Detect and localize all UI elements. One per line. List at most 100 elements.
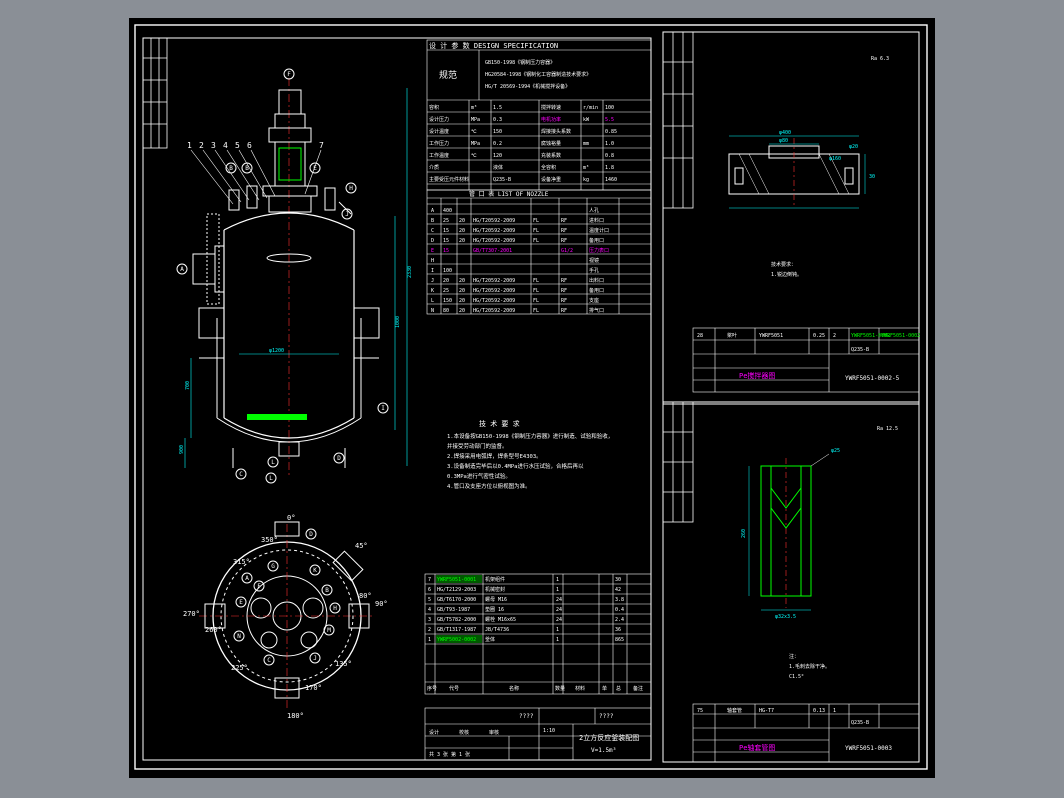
detail2-note-1: 注： (789, 653, 799, 660)
svg-text:电机功率: 电机功率 (541, 116, 561, 123)
parts-list (424, 573, 652, 695)
svg-text:20: 20 (459, 218, 465, 224)
svg-text:容积: 容积 (429, 104, 439, 111)
svg-text:1: 1 (556, 587, 559, 593)
svg-text:0.8: 0.8 (605, 153, 614, 159)
part-no-6: 6 (247, 141, 252, 150)
angle-135: 135° (335, 660, 352, 668)
part-no-2: 2 (199, 141, 204, 150)
svg-text:1.0: 1.0 (605, 141, 614, 147)
svg-text:MPa: MPa (471, 117, 480, 123)
detail1-note-2: 1.锐边倒钝。 (771, 271, 802, 278)
svg-text:7: 7 (428, 577, 431, 583)
detail1-dim-small: φ20 (849, 144, 858, 150)
detail1-material: Q235-B (851, 347, 869, 353)
nozzle-tag-L2: L (269, 475, 273, 482)
svg-text:视镜: 视镜 (589, 257, 599, 264)
svg-text:2: 2 (833, 333, 836, 339)
svg-text:螺栓 M16x65: 螺栓 M16x65 (485, 616, 516, 623)
angle-270: 270° (183, 610, 200, 618)
svg-text:5.5: 5.5 (605, 117, 614, 123)
svg-text:2.4: 2.4 (615, 617, 624, 623)
svg-text:75: 75 (697, 708, 703, 714)
svg-text:0.3: 0.3 (493, 117, 502, 123)
svg-text:支座: 支座 (589, 297, 599, 304)
svg-text:1: 1 (428, 637, 431, 643)
svg-text:865: 865 (615, 637, 624, 643)
svg-text:25: 25 (443, 218, 449, 224)
nozzle-tag-B2: B (245, 165, 249, 172)
svg-text:1: 1 (833, 708, 836, 714)
nozzle-table: 管 口 表 LIST OF NOZZLE (426, 189, 652, 315)
svg-text:HG/T20592-2009: HG/T20592-2009 (473, 298, 515, 304)
svg-text:全容积: 全容积 (541, 164, 556, 171)
detail1-dim-outer: φ400 (779, 130, 791, 136)
svg-text:YWRF5051-0002: YWRF5051-0002 (851, 333, 890, 339)
detail2-dim-d2: φ32x3.5 (775, 614, 796, 620)
spec-title: 设 计 参 数 DESIGN SPECIFICATION (429, 41, 558, 50)
svg-text:100: 100 (443, 268, 452, 274)
svg-text:工作温度: 工作温度 (429, 152, 449, 159)
detail2-roughness: Ra 12.5 (877, 426, 898, 432)
svg-text:YWRF5051: YWRF5051 (759, 333, 783, 339)
svg-text:m³: m³ (471, 105, 477, 111)
svg-text:备注: 备注 (633, 685, 643, 692)
svg-text:24: 24 (556, 607, 562, 613)
part-no-3: 3 (211, 141, 216, 150)
svg-text:400: 400 (443, 208, 452, 214)
plan-tag-E: E (239, 599, 243, 606)
svg-text:RF: RF (561, 308, 567, 314)
detail2-material: Q235-B (851, 720, 869, 726)
svg-text:焊接接头系数: 焊接接头系数 (541, 128, 571, 135)
detail1-title-block: 28 桨叶 YWRF5051 0.25 2 YWRF5051-0002 YWRF… (692, 327, 920, 393)
svg-text:0.13: 0.13 (813, 708, 825, 714)
svg-text:主要受压元件材料: 主要受压元件材料 (429, 176, 469, 183)
svg-text:28: 28 (697, 333, 703, 339)
svg-text:代号: 代号 (449, 685, 459, 692)
plan-tag-J: J (313, 655, 317, 662)
angle-90: 90° (375, 600, 388, 608)
nozzle-table-title: 管 口 表 LIST OF NOZZLE (469, 190, 549, 198)
dim-h1: 700 (185, 381, 191, 390)
detail1-roughness: Ra 6.3 (871, 56, 889, 62)
detail1-dim-mid: φ160 (829, 156, 841, 162)
cad-drawing: 1 2 3 4 5 6 7 F B B E H A L C D I L J 23… (134, 24, 928, 770)
nozzle-tag-B1: B (229, 165, 233, 172)
svg-text:名称: 名称 (509, 685, 519, 692)
detail1-part-no: YWRF5051-0002-5 (845, 375, 900, 382)
svg-text:RF: RF (561, 278, 567, 284)
part-no-5: 5 (235, 141, 240, 150)
dim-d-inner: φ1200 (269, 348, 284, 354)
svg-text:15: 15 (443, 228, 449, 234)
svg-text:HG/T20592-2009: HG/T20592-2009 (473, 228, 515, 234)
detail2-drawing (748, 453, 830, 611)
detail2-title: Pe轴套管图 (739, 743, 775, 752)
svg-text:液体: 液体 (493, 164, 503, 171)
plan-tag-C: C (267, 657, 271, 664)
svg-text:腐蚀裕量: 腐蚀裕量 (541, 140, 561, 147)
svg-text:0.3MPa进行气密性试验。: 0.3MPa进行气密性试验。 (447, 472, 511, 480)
svg-text:1: 1 (556, 637, 559, 643)
plan-tag-G: G (271, 563, 275, 570)
svg-text:手孔: 手孔 (589, 267, 599, 274)
svg-text:备用口: 备用口 (589, 287, 604, 294)
svg-text:GB/T1317-1987: GB/T1317-1987 (437, 627, 476, 633)
svg-text:15: 15 (443, 238, 449, 244)
svg-text:A: A (431, 208, 434, 214)
svg-text:HG/T20592-2009: HG/T20592-2009 (473, 278, 515, 284)
svg-text:15: 15 (443, 248, 449, 254)
angle-350: 350° (261, 536, 278, 544)
plan-tag-N: N (237, 633, 241, 640)
svg-text:30: 30 (615, 577, 621, 583)
svg-text:RF: RF (561, 238, 567, 244)
company-name-2: ???? (599, 713, 614, 720)
svg-text:RF: RF (561, 288, 567, 294)
svg-text:MPa: MPa (471, 141, 480, 147)
nozzle-tag-A: A (180, 266, 184, 273)
plan-tag-H: H (333, 605, 337, 612)
drawing-scale: 1:10 (543, 728, 555, 734)
svg-text:单: 单 (602, 685, 607, 692)
detail2-title-block: 75 轴套管 HG-T7 0.13 1 Q235-B Pe轴套管图 YWRF50… (692, 703, 920, 763)
svg-text:总: 总 (616, 685, 621, 692)
svg-text:0.85: 0.85 (605, 129, 617, 135)
